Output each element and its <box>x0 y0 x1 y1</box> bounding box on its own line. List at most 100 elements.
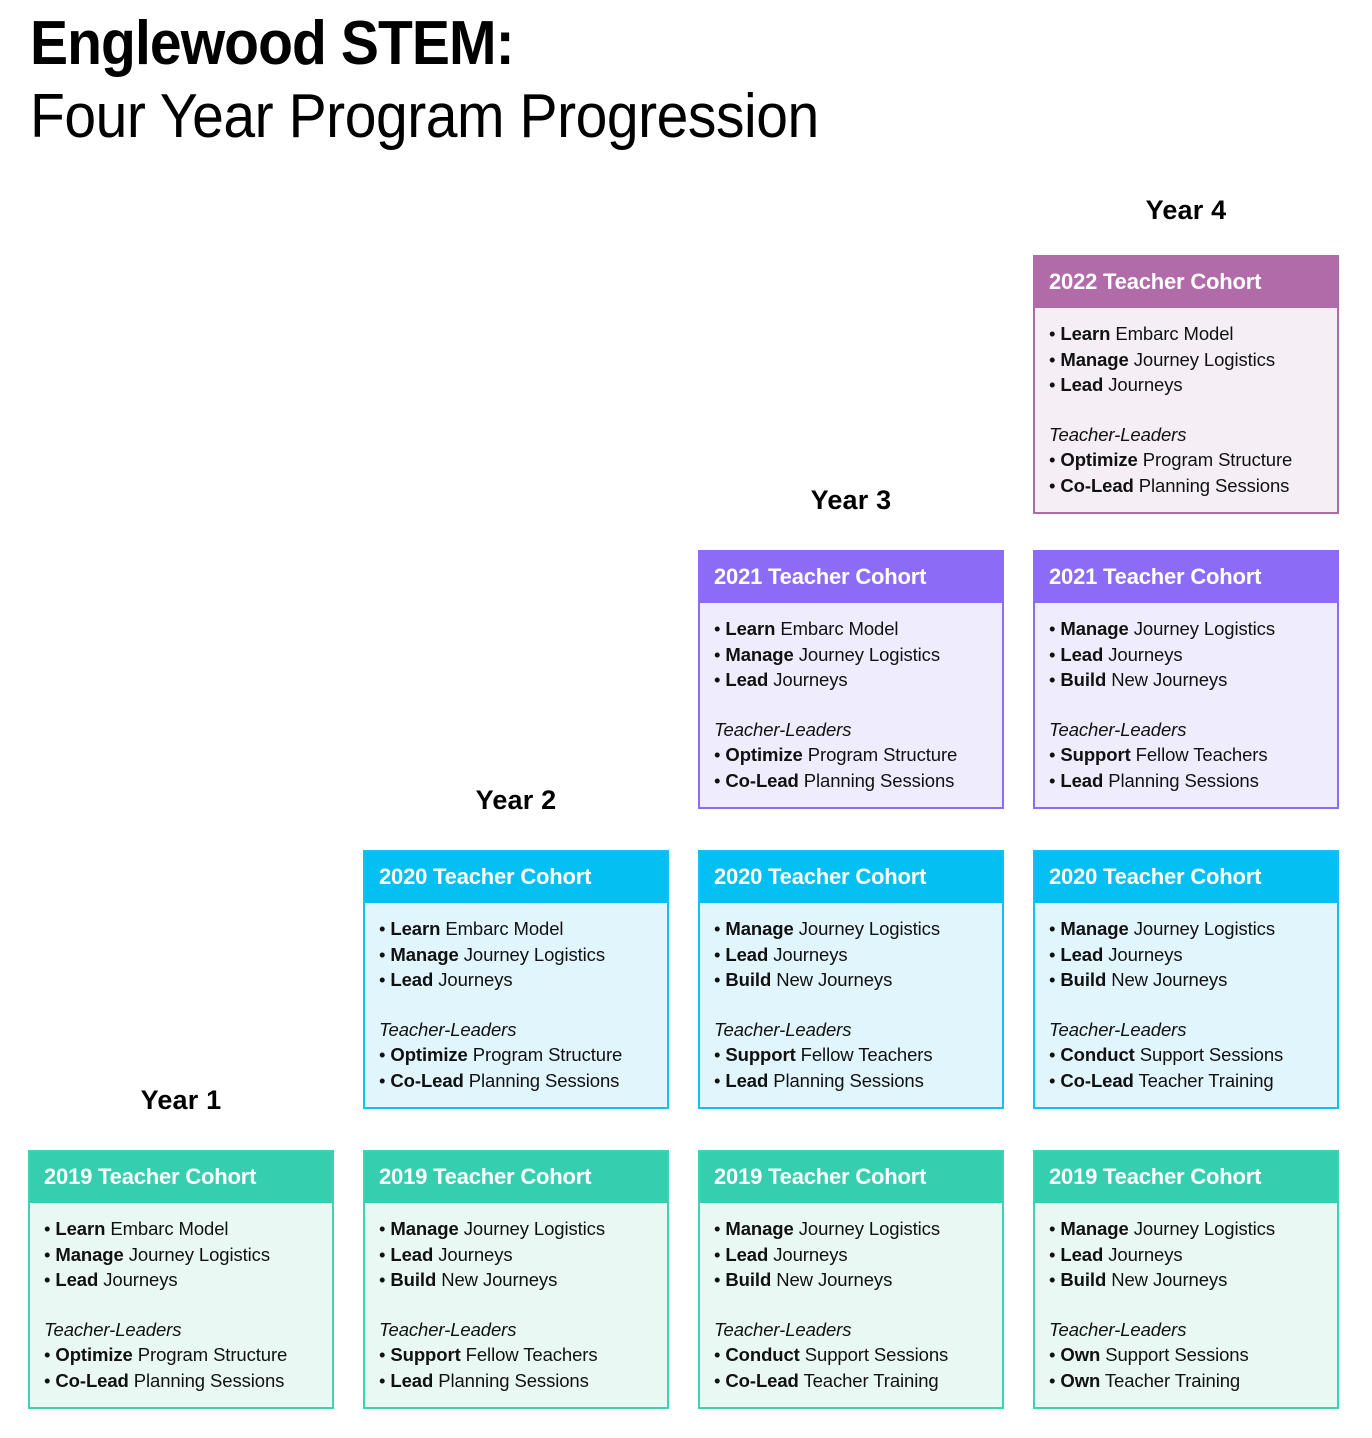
teacher-leaders-heading: Teacher-Leaders <box>1049 1018 1187 1040</box>
cohort-card-y3-c4[interactable]: 2021 Teacher Cohort• Manage Journey Logi… <box>1033 550 1339 809</box>
item-verb: Co-Lead <box>390 1069 464 1091</box>
list-item: • Learn Embarc Model <box>379 918 564 939</box>
teacher-leaders-heading: Teacher-Leaders <box>1049 423 1187 445</box>
item-text: Journeys <box>1103 374 1183 395</box>
cohort-card-header: 2020 Teacher Cohort <box>700 852 1002 903</box>
item-text: New Journeys <box>771 969 893 990</box>
teacher-leaders-heading: Teacher-Leaders <box>1049 1318 1187 1340</box>
item-text: Embarc Model <box>440 918 564 939</box>
item-verb: Support <box>725 1044 796 1065</box>
item-text: Teacher Training <box>1133 1069 1274 1091</box>
title-line-1: Englewood STEM: <box>30 9 515 78</box>
cohort-card-y1-c2[interactable]: 2019 Teacher Cohort• Manage Journey Logi… <box>363 1150 669 1409</box>
responsibility-list: • Learn Embarc Model• Manage Journey Log… <box>44 1216 320 1293</box>
item-verb: Manage <box>1060 348 1129 370</box>
page-title: Englewood STEM: Four Year Program Progre… <box>30 8 1130 154</box>
cohort-card-body: • Learn Embarc Model• Manage Journey Log… <box>30 1203 332 1407</box>
item-verb: Lead <box>1060 769 1104 791</box>
list-item: • Support Fellow Teachers <box>379 1344 598 1365</box>
list-item: • Lead Journeys <box>714 943 848 965</box>
cohort-card-y2-c3[interactable]: 2020 Teacher Cohort• Manage Journey Logi… <box>698 850 1004 1109</box>
item-verb: Lead <box>390 1243 434 1265</box>
teacher-leader-list: • Support Fellow Teachers• Lead Planning… <box>1049 742 1325 793</box>
cohort-card-y1-c1[interactable]: 2019 Teacher Cohort• Learn Embarc Model•… <box>28 1150 334 1409</box>
item-verb: Learn <box>1060 323 1111 344</box>
list-item: • Conduct Support Sessions <box>1049 1044 1284 1065</box>
cohort-card-header: 2021 Teacher Cohort <box>700 552 1002 603</box>
item-verb: Co-Lead <box>1060 1069 1134 1091</box>
item-text: Journey Logistics <box>123 1243 270 1265</box>
responsibility-list: • Manage Journey Logistics• Lead Journey… <box>1049 916 1325 993</box>
cohort-card-y1-c3[interactable]: 2019 Teacher Cohort• Manage Journey Logi… <box>698 1150 1004 1409</box>
item-text: Program Structure <box>467 1044 623 1065</box>
item-verb: Optimize <box>1060 449 1138 470</box>
item-verb: Manage <box>1060 618 1129 639</box>
title-line-2: Four Year Program Progression <box>30 82 819 151</box>
item-verb: Build <box>1060 969 1107 990</box>
item-text: Journeys <box>98 1269 178 1290</box>
item-text: Journey Logistics <box>793 1218 940 1239</box>
item-verb: Lead <box>390 1369 434 1391</box>
list-item: • Manage Journey Logistics <box>379 943 605 965</box>
cohort-card-y2-c2[interactable]: 2020 Teacher Cohort• Learn Embarc Model•… <box>363 850 669 1109</box>
teacher-leader-list: • Optimize Program Structure• Co-Lead Pl… <box>44 1342 320 1393</box>
item-verb: Lead <box>1060 943 1104 965</box>
item-verb: Own <box>1060 1369 1101 1391</box>
list-item: • Manage Journey Logistics <box>714 1218 940 1239</box>
item-text: Support Sessions <box>1134 1044 1284 1065</box>
item-verb: Optimize <box>390 1044 468 1065</box>
item-verb: Manage <box>390 1218 459 1239</box>
item-verb: Manage <box>725 1218 794 1239</box>
teacher-leaders-heading: Teacher-Leaders <box>714 1018 852 1040</box>
item-verb: Manage <box>1060 1218 1129 1239</box>
list-item: • Support Fellow Teachers <box>1049 744 1268 765</box>
item-text: Support Sessions <box>1100 1344 1249 1365</box>
item-text: Planning Sessions <box>1133 474 1290 496</box>
list-item: • Lead Journeys <box>379 1243 513 1265</box>
cohort-card-header: 2020 Teacher Cohort <box>1035 852 1337 903</box>
list-item: • Co-Lead Planning Sessions <box>714 769 955 791</box>
list-item: • Own Teacher Training <box>1049 1369 1241 1391</box>
list-item: • Optimize Program Structure <box>44 1344 288 1365</box>
list-item: • Conduct Support Sessions <box>714 1344 949 1365</box>
cohort-card-y3-c3[interactable]: 2021 Teacher Cohort• Learn Embarc Model•… <box>698 550 1004 809</box>
cohort-card-y2-c4[interactable]: 2020 Teacher Cohort • Manage Journey Logi… <box>1033 850 1339 1109</box>
item-verb: Lead <box>1060 374 1104 395</box>
item-text: New Journeys <box>1106 969 1228 990</box>
item-verb: Co-Lead <box>725 769 799 791</box>
item-text: Journeys <box>1103 1243 1183 1265</box>
list-item: • Lead Journeys <box>1049 1243 1183 1265</box>
item-text: Planning Sessions <box>463 1069 620 1091</box>
list-item: • Support Fellow Teachers <box>714 1044 933 1065</box>
item-text: Journey Logistics <box>793 643 940 665</box>
item-text: Journey Logistics <box>1128 348 1275 370</box>
list-item: • Lead Journeys <box>379 969 513 990</box>
item-text: Journey Logistics <box>1128 618 1275 639</box>
item-verb: Conduct <box>1060 1044 1135 1065</box>
teacher-leaders-heading: Teacher-Leaders <box>1049 718 1187 740</box>
list-item: • Co-Lead Planning Sessions <box>379 1069 620 1091</box>
item-text: Journey Logistics <box>458 943 605 965</box>
cohort-card-body: • Learn Embarc Model • Manage Journey Log… <box>365 903 667 1107</box>
cohort-card-header: 2019 Teacher Cohort <box>1035 1152 1337 1203</box>
year-label-1: Year 1 <box>140 1085 222 1115</box>
item-text: Embarc Model <box>775 618 899 639</box>
cohort-card-header: 2019 Teacher Cohort <box>365 1152 667 1203</box>
item-verb: Lead <box>725 669 769 690</box>
year-label-3: Year 3 <box>810 485 892 515</box>
list-item: • Build New Journeys <box>1049 969 1228 990</box>
responsibility-list: • Manage Journey Logistics • Lead Journey… <box>1049 1216 1325 1293</box>
item-verb: Lead <box>725 1243 769 1265</box>
responsibility-list: • Manage Journey Logistics• Lead Journey… <box>714 1216 990 1293</box>
item-text: Embarc Model <box>1110 323 1234 344</box>
list-item: • Co-Lead Teacher Training <box>1049 1069 1274 1091</box>
list-item: • Optimize Program Structure <box>714 744 958 765</box>
list-item: • Manage Journey Logistics <box>1049 1218 1275 1239</box>
list-item: • Lead Journeys <box>714 669 848 690</box>
cohort-card-y4-c4[interactable]: 2022 Teacher Cohort• Learn Embarc Model•… <box>1033 255 1339 514</box>
item-text: Journey Logistics <box>1128 918 1275 939</box>
teacher-leader-list: • Conduct Support Sessions • Co-Lead Teac… <box>1049 1042 1325 1093</box>
cohort-card-y1-c4[interactable]: 2019 Teacher Cohort • Manage Journey Logi… <box>1033 1150 1339 1409</box>
item-verb: Manage <box>725 643 794 665</box>
